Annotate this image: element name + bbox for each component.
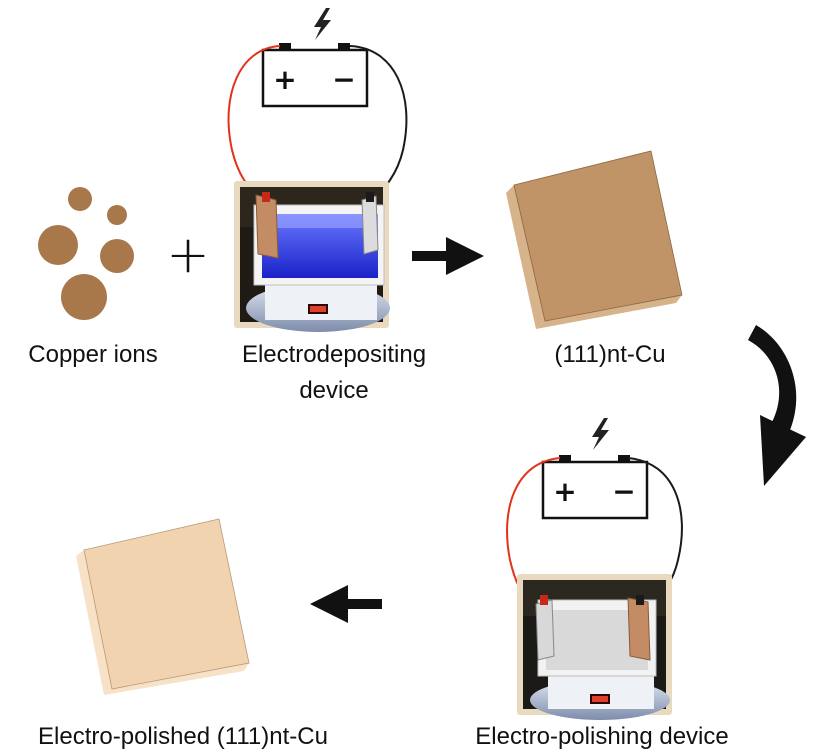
electrodepositing-device-label-line2: device [299,377,369,404]
electro-polishing-device-photo [517,574,672,720]
curved-arrow-icon [748,325,806,486]
electro-polishing-device: + − [506,418,683,720]
battery-negative-terminal: − [332,63,355,96]
lightning-bolt-icon [314,8,331,40]
copper-ion [38,225,78,265]
battery-icon: + − [261,43,369,108]
electro-polished-nt-cu-plate [76,518,250,695]
battery-positive-terminal: + [553,475,576,508]
electro-polished-nt-cu-label: Electro-polished (111)nt-Cu [38,723,328,750]
copper-ion [100,239,134,273]
battery-positive-terminal: + [273,63,296,96]
copper-ion [61,274,107,320]
battery-icon: + − [541,455,649,520]
arrow-icon [412,237,484,275]
nt-cu-plate [506,150,683,329]
electrodepositing-device-label-line1: Electrodepositing [241,341,427,368]
battery-negative-terminal: − [612,475,635,508]
electrodepositing-device-photo [234,181,390,332]
copper-ions-cluster [38,187,134,320]
copper-ion [68,187,92,211]
electrodepositing-device-label: Electrodepositing device [202,340,466,406]
copper-ion [107,205,127,225]
electrodepositing-device: + − [227,8,408,332]
copper-ions-label: Copper ions [28,341,158,368]
electro-polishing-device-label: Electro-polishing device [475,723,729,750]
plus-sign: + [166,225,210,285]
nt-cu-label: (111)nt-Cu [554,341,666,368]
lightning-bolt-icon [592,418,609,450]
arrow-icon [310,585,382,623]
